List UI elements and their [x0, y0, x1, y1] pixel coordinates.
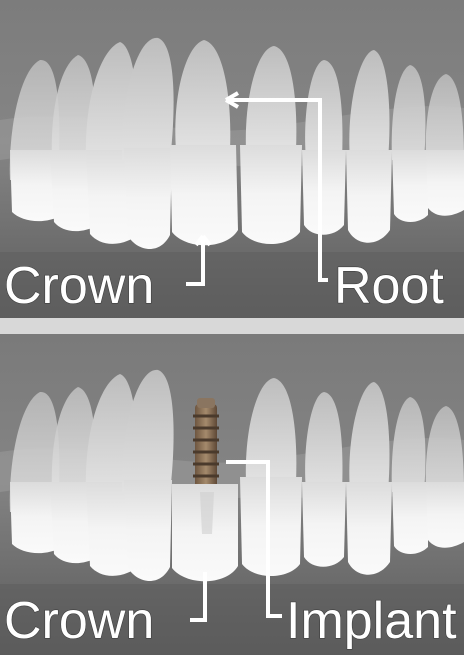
target-crown — [170, 145, 238, 245]
implant-illustration: Crown Implant — [0, 334, 464, 655]
crown-label: Crown — [4, 257, 154, 315]
natural-tooth-illustration: Crown Root — [0, 0, 464, 318]
implant-label: Implant — [286, 592, 457, 650]
implant-screw — [193, 398, 219, 494]
implant-crown-label: Crown — [4, 592, 154, 650]
root-label: Root — [334, 257, 444, 315]
implant-panel: Crown Implant — [0, 334, 464, 655]
natural-tooth-panel: Crown Root — [0, 0, 464, 318]
